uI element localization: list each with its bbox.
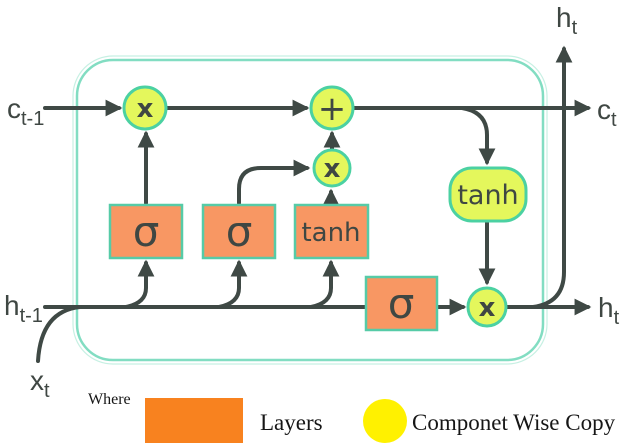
add-gate-label: + [318, 89, 347, 129]
output-layer-box [364, 275, 439, 332]
h-up-line [531, 45, 573, 309]
branch-sigma1 [124, 259, 155, 309]
output-gate-node [466, 286, 508, 328]
input-gate-node [312, 148, 352, 188]
legend-where-label: Where [88, 391, 131, 408]
legend-layers-label: Layers [260, 410, 323, 435]
c-to-tanh-branch [460, 106, 496, 166]
forget-gate-node [122, 85, 168, 131]
cell-boundary [75, 58, 545, 362]
sigma2-to-input-gate [237, 159, 311, 205]
branch-tanh-layer [309, 259, 340, 309]
branch-sigma2 [217, 259, 248, 309]
input-gate-label: x [324, 154, 341, 184]
legend: Where Layers Componet Wise Copy [88, 391, 616, 443]
forget-layer-label: σ [133, 207, 160, 256]
add-gate-node [309, 85, 355, 131]
input-layer-label: σ [226, 207, 253, 256]
connections [36, 45, 592, 363]
h-out-top-label: ht [556, 2, 578, 39]
output-tanh-label: tanh [457, 180, 518, 211]
output-gate-label: x [479, 293, 496, 323]
x-in-curve [36, 305, 82, 363]
gate-nodes: x + x tanh x [122, 85, 528, 328]
c-out-label: ct [597, 94, 617, 131]
edge-labels: ct-1 ht-1 xt ht ct ht [4, 2, 620, 402]
output-tanh-node [448, 166, 528, 223]
candidate-layer-box [293, 203, 370, 260]
layer-boxes: σ σ tanh σ [108, 203, 439, 332]
legend-copy-label: Componet Wise Copy [412, 410, 616, 435]
input-layer-box [201, 203, 277, 260]
forget-layer-box [108, 203, 184, 260]
cell-boundary-glow [72, 55, 548, 365]
h-out-right-label: ht [598, 292, 620, 329]
candidate-layer-label: tanh [301, 218, 360, 248]
legend-copy-swatch [363, 399, 407, 443]
legend-layer-swatch [145, 398, 243, 443]
c-prev-label: ct-1 [7, 93, 44, 130]
x-in-label: xt [30, 365, 50, 402]
output-layer-label: σ [388, 279, 415, 328]
forget-gate-label: x [137, 94, 154, 124]
h-prev-label: ht-1 [4, 290, 43, 327]
